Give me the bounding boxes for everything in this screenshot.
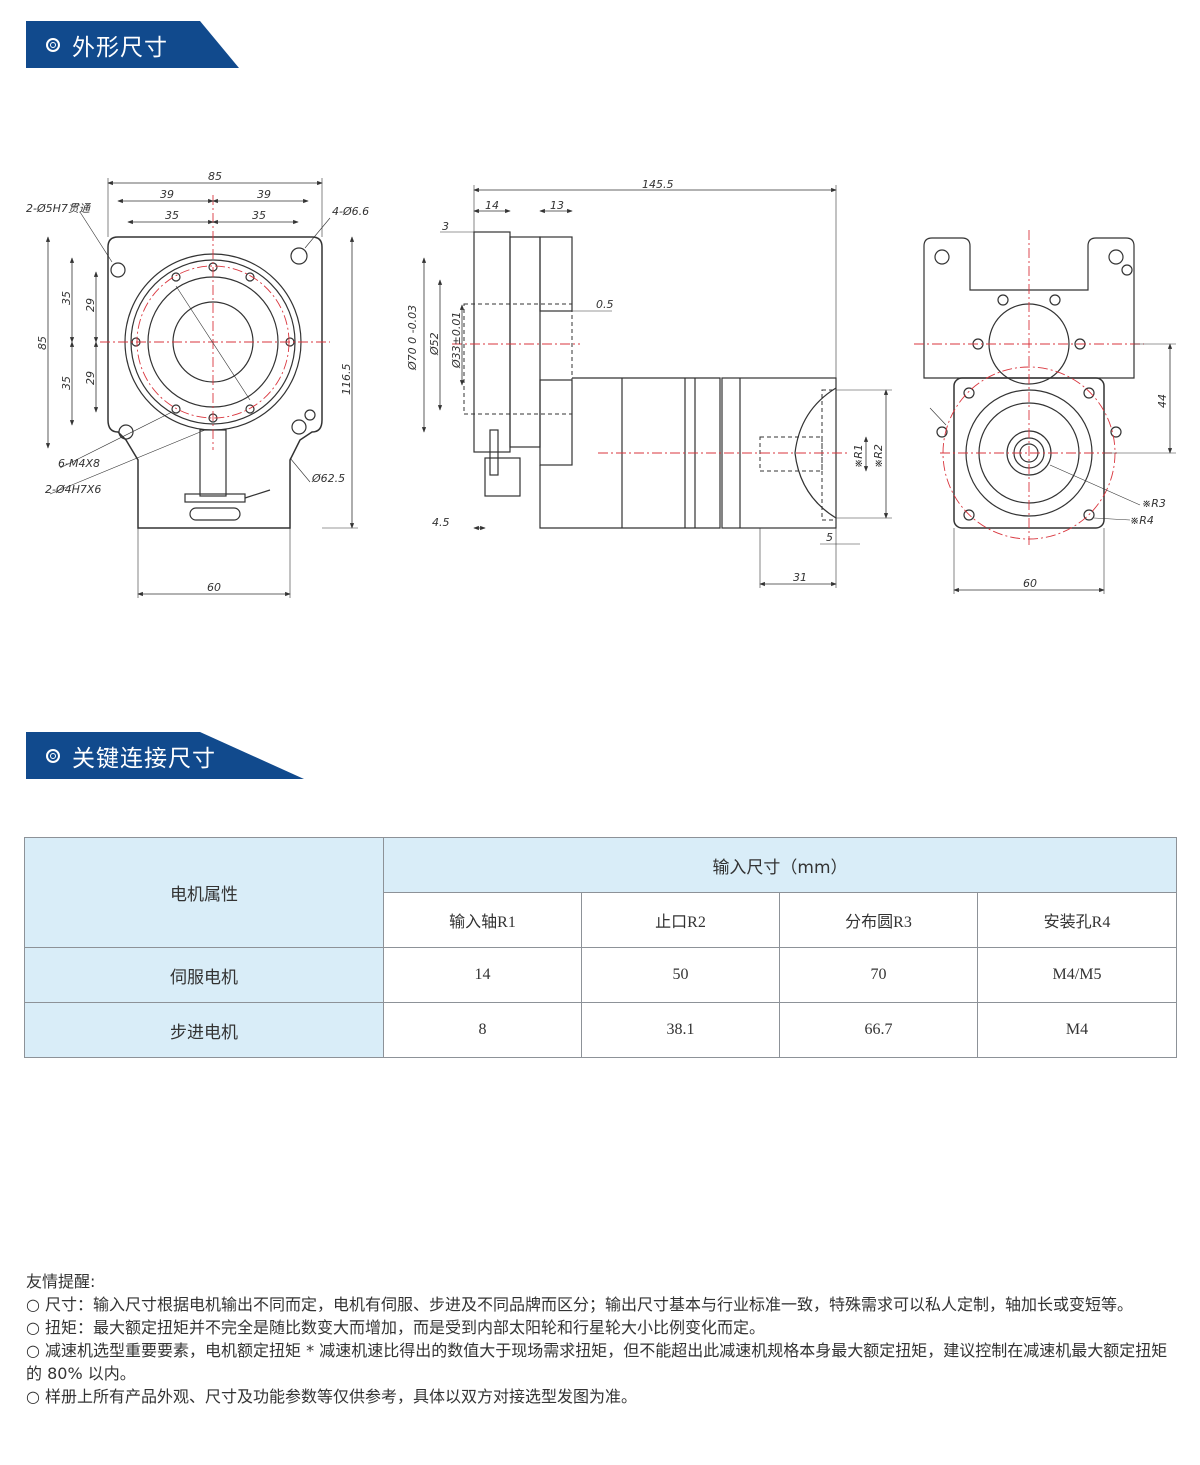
table-cell: M4/M5	[977, 947, 1177, 1003]
row-label: 伺服电机	[24, 947, 384, 1003]
note-item: ○ 尺寸：输入尺寸根据电机输出不同而定，电机有伺服、步进及不同品牌而区分；输出尺…	[26, 1295, 1134, 1314]
dim-side-0-5: 0.5	[596, 298, 614, 311]
dim-side-13: 13	[550, 199, 564, 212]
table-cell: 8	[383, 1002, 582, 1058]
section-title-outline: 外形尺寸	[72, 34, 168, 61]
column-header: 安装孔R4	[977, 892, 1177, 948]
dim-side-r2: ※R2	[872, 444, 885, 468]
dim-front-116-5: 116.5	[340, 364, 353, 396]
input-centerlines	[914, 230, 1144, 545]
notes-title: 友情提醒:	[26, 1272, 96, 1291]
column-header: 输入轴R1	[383, 892, 582, 948]
note-tapped-holes: 6-M4X8	[58, 457, 100, 470]
dim-side-31: 31	[793, 571, 807, 584]
dim-front-35-top: 35	[60, 291, 73, 305]
section-banner-connection: 关键连接尺寸	[26, 732, 304, 779]
circle-bullet-icon	[46, 37, 60, 52]
note-item: ○ 样册上所有产品外观、尺寸及功能参数等仅供参考，具体以双方对接选型发图为准。	[26, 1387, 638, 1406]
friendly-reminder: 友情提醒: ○ 尺寸：输入尺寸根据电机输出不同而定，电机有伺服、步进及不同品牌而…	[26, 1270, 1176, 1408]
note-item: ○ 扭矩：最大额定扭矩并不完全是随比数变大而增加，而是受到内部太阳轮和行星轮大小…	[26, 1318, 766, 1337]
side-view	[473, 231, 837, 529]
table-row: 伺服电机 14 50 70 M4/M5	[24, 947, 1177, 1003]
section-title-connection: 关键连接尺寸	[72, 745, 216, 772]
dim-front-29-top: 29	[84, 298, 97, 312]
dim-side-4-5: 4.5	[432, 516, 450, 529]
input-dimension-lines	[953, 343, 1173, 593]
table-cell: 38.1	[581, 1002, 780, 1058]
table-cell: M4	[977, 1002, 1177, 1058]
dim-front-62-5: Ø62.5	[311, 472, 345, 485]
front-centerlines	[100, 195, 330, 450]
dim-front-85: 85	[208, 170, 222, 183]
dim-front-85-vertical: 85	[36, 336, 49, 350]
input-leaders	[929, 343, 1176, 594]
dim-side-r1: ※R1	[852, 444, 865, 468]
note-pin-holes: 2-Ø4H7X6	[45, 483, 101, 496]
front-dimension-lines	[45, 180, 355, 597]
table-cell: 14	[383, 947, 582, 1003]
dim-side-145-5: 145.5	[642, 178, 674, 191]
header-motor-type: 电机属性	[24, 837, 384, 948]
dimension-drawing: 85 39 39 35 35 2-Ø5H7贯通 4-Ø6.6 85 35 35 …	[26, 170, 1176, 598]
table-cell: 66.7	[779, 1002, 978, 1058]
dim-front-35-bottom: 35	[60, 376, 73, 390]
circle-bullet-icon	[46, 748, 60, 763]
note-mount-holes: 4-Ø6.6	[332, 205, 369, 218]
dim-side-70: Ø70 0 -0.03	[406, 305, 419, 371]
dim-front-60: 60	[207, 581, 221, 594]
front-view	[107, 236, 323, 529]
dim-input-r3: ※R3	[1142, 497, 1166, 510]
dim-input-44: 44	[1156, 394, 1169, 408]
column-header: 分布圆R3	[779, 892, 978, 948]
side-leaders	[440, 185, 892, 588]
note-item: ○ 减速机选型重要要素，电机额定扭矩 * 减速机速比得出的数值大于现场需求扭矩，…	[26, 1341, 1168, 1383]
dim-side-3: 3	[442, 220, 449, 233]
dim-input-60: 60	[1023, 577, 1037, 590]
row-label: 步进电机	[24, 1002, 384, 1058]
dim-front-35-left: 35	[165, 209, 179, 222]
dim-side-14: 14	[485, 199, 499, 212]
front-leaders	[49, 178, 358, 598]
connection-dimension-table: 电机属性 输入尺寸（mm） 输入轴R1 止口R2 分布圆R3 安装孔R4 伺服电…	[24, 837, 1177, 1058]
table-cell: 70	[779, 947, 978, 1003]
dim-side-52: Ø52	[428, 332, 441, 356]
side-dimension-lines	[421, 187, 889, 587]
column-header: 止口R2	[581, 892, 780, 948]
dim-front-39-left: 39	[160, 188, 174, 201]
dim-input-r4: ※R4	[1130, 514, 1154, 527]
dim-front-39-right: 39	[257, 188, 271, 201]
note-through-hole: 2-Ø5H7贯通	[26, 202, 92, 215]
table-cell: 50	[581, 947, 780, 1003]
section-banner-outline: 外形尺寸	[26, 21, 239, 68]
dim-side-33: Ø33±0.01	[450, 312, 463, 369]
side-centerlines	[452, 343, 850, 454]
header-input-dimensions: 输入尺寸（mm）	[383, 837, 1177, 893]
table-row: 步进电机 8 38.1 66.7 M4	[24, 1002, 1177, 1058]
dim-side-5: 5	[826, 531, 833, 544]
dim-front-35-right: 35	[252, 209, 266, 222]
dim-front-29-bottom: 29	[84, 371, 97, 385]
